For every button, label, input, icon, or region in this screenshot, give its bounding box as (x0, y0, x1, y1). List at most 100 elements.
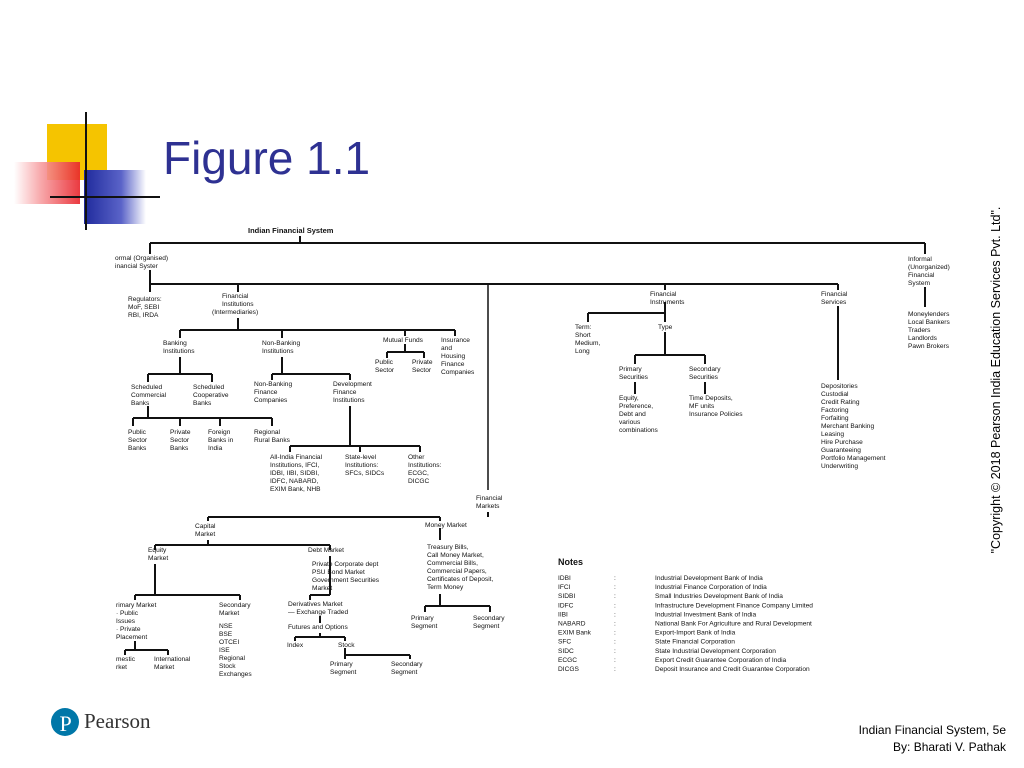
node-primary-market: rimary Market · Public Issues · Private … (116, 602, 156, 641)
svg-text:ECGC,: ECGC, (408, 470, 429, 477)
svg-text:Financial: Financial (476, 495, 503, 502)
svg-text:Secondary: Secondary (689, 366, 721, 373)
node-development-finance: Development Finance Institutions (333, 381, 372, 404)
svg-text:Scheduled: Scheduled (193, 384, 224, 391)
svg-text:Regulators:: Regulators: (128, 296, 162, 303)
notes-sep: : (614, 575, 616, 582)
svg-text:Securities: Securities (689, 374, 719, 381)
node-international-market: International Market (154, 656, 191, 671)
svg-text:Forfaiting: Forfaiting (821, 415, 849, 422)
notes-sep: : (614, 602, 616, 609)
svg-text:RBI, IRDA: RBI, IRDA (128, 312, 159, 319)
svg-text:Market: Market (312, 585, 332, 592)
svg-text:Regional: Regional (254, 429, 281, 436)
svg-text:Banking: Banking (163, 340, 187, 347)
svg-text:Secondary: Secondary (391, 661, 423, 668)
svg-text:Debt and: Debt and (619, 411, 646, 418)
svg-text:(Intermediaries): (Intermediaries) (212, 309, 258, 316)
node-banking-institutions: Banking Institutions (163, 340, 195, 355)
notes-sep: : (614, 657, 616, 664)
svg-text:Public: Public (128, 429, 147, 436)
node-regional-rural-banks: Regional Rural Banks (254, 429, 291, 444)
pearson-logo: P (50, 705, 80, 744)
notes-abbr: NABARD (558, 621, 586, 628)
svg-text:P: P (60, 711, 72, 736)
svg-text:Local Bankers: Local Bankers (908, 319, 950, 326)
svg-text:Scheduled: Scheduled (131, 384, 162, 391)
svg-text:International: International (154, 656, 191, 663)
svg-text:rket: rket (116, 664, 127, 671)
node-moneylenders: Moneylenders Local Bankers Traders Landl… (908, 311, 950, 350)
svg-text:Housing: Housing (441, 353, 466, 360)
svg-text:Term:: Term: (575, 324, 592, 331)
node-state-level-institutions: State-level Institutions: SFCs, SIDCs (345, 454, 385, 477)
svg-text:Portfolio Management: Portfolio Management (821, 455, 886, 462)
svg-text:Banks in: Banks in (208, 437, 234, 444)
notes-full: Industrial Investment Bank of India (655, 611, 756, 618)
svg-text:PSU Bond Market: PSU Bond Market (312, 569, 365, 576)
svg-text:Issues: Issues (116, 618, 136, 625)
svg-text:Credit Rating: Credit Rating (821, 399, 860, 406)
svg-text:Instruments: Instruments (650, 299, 685, 306)
node-secondary-market: Secondary Market NSE BSE OTCEI ISE Regio… (219, 602, 252, 678)
svg-text:Merchant Banking: Merchant Banking (821, 423, 874, 430)
svg-text:Securities: Securities (619, 374, 649, 381)
node-futures-options: Futures and Options (288, 624, 348, 631)
svg-text:Factoring: Factoring (821, 407, 849, 414)
node-scheduled-commercial: Scheduled Commercial Banks (131, 384, 167, 407)
node-type: Type (658, 324, 673, 331)
svg-text:Financial: Financial (650, 291, 677, 298)
svg-text:Sector: Sector (128, 437, 148, 444)
svg-text:Capital: Capital (195, 523, 216, 530)
svg-text:Banks: Banks (128, 445, 147, 452)
deco-vertical-line (85, 112, 87, 230)
svg-text:IDBI, IIBI, SIDBI,: IDBI, IIBI, SIDBI, (270, 470, 319, 477)
notes-abbr: EXIM Bank (558, 630, 592, 637)
svg-text:Government Securities: Government Securities (312, 577, 380, 584)
diagram-connectors (124, 236, 926, 659)
node-derivatives-market: Derivatives Market — Exchange Traded (288, 601, 348, 616)
svg-text:Rural Banks: Rural Banks (254, 437, 291, 444)
svg-text:NSE: NSE (219, 623, 233, 630)
svg-text:Long: Long (575, 348, 590, 355)
svg-text:Hire Purchase: Hire Purchase (821, 439, 863, 446)
node-public-sector-banks: Public Sector Banks (128, 429, 148, 452)
node-private-sector-banks: Private Sector Banks (170, 429, 191, 452)
svg-text:Equity: Equity (148, 547, 167, 554)
svg-text:Development: Development (333, 381, 372, 388)
svg-text:Institutions: Institutions (163, 348, 195, 355)
svg-text:Custodial: Custodial (821, 391, 849, 398)
svg-text:combinations: combinations (619, 427, 659, 434)
notes-abbr: DICGS (558, 666, 579, 673)
svg-text:Medium,: Medium, (575, 340, 600, 347)
notes-abbr: IDFC (558, 602, 574, 609)
node-financial-institutions: Financial Institutions (Intermediaries) (212, 293, 258, 316)
svg-text:All-India Financial: All-India Financial (270, 454, 323, 461)
node-nonbanking-institutions: Non-Banking Institutions (262, 340, 300, 355)
node-equity-preference: Equity, Preference, Debt and various com… (619, 395, 659, 434)
diagram-labels: Indian Financial System ormal (Organised… (115, 226, 950, 678)
deco-squares (0, 0, 160, 240)
svg-text:Secondary: Secondary (473, 615, 505, 622)
svg-text:BSE: BSE (219, 631, 233, 638)
node-secondary-securities: Secondary Securities (689, 366, 721, 381)
svg-text:mestic: mestic (116, 656, 136, 663)
svg-text:Term Money: Term Money (427, 584, 464, 591)
svg-text:IDFC, NABARD,: IDFC, NABARD, (270, 478, 319, 485)
svg-text:Non-Banking: Non-Banking (254, 381, 292, 388)
notes-abbr: IDBI (558, 575, 571, 582)
node-root: Indian Financial System (248, 226, 334, 235)
slide-title: Figure 1.1 (163, 132, 371, 184)
notes-table: Notes IDBI:Industrial Development Bank o… (558, 557, 813, 673)
node-mm-secondary-segment: Secondary Segment (473, 615, 505, 630)
svg-text:— Exchange Traded: — Exchange Traded (288, 609, 348, 616)
svg-text:Finance: Finance (254, 389, 278, 396)
svg-text:· Public: · Public (116, 610, 139, 617)
svg-text:Banks: Banks (131, 400, 150, 407)
node-regulators: Regulators: MoF, SEBI RBI, IRDA (128, 296, 162, 319)
notes-sep: : (614, 639, 616, 646)
svg-text:EXIM Bank, NHB: EXIM Bank, NHB (270, 486, 321, 493)
svg-text:System: System (908, 280, 930, 287)
svg-text:Exchanges: Exchanges (219, 671, 252, 678)
pearson-brand-name: Pearson (84, 709, 151, 733)
